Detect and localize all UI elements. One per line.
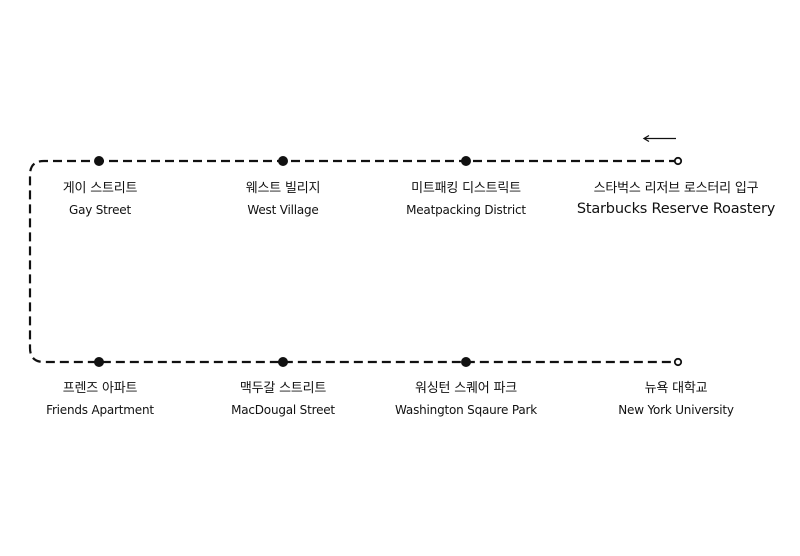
stop-dot-macdougal-street[interactable]	[278, 357, 288, 367]
stop-name-korean: 게이 스트리트	[62, 181, 138, 196]
stop-label-meatpacking-district: 미트패킹 디스트릭트 Meatpacking District	[356, 180, 576, 218]
stop-dot-new-york-university[interactable]	[673, 357, 683, 367]
stop-name-english: New York University	[618, 403, 734, 417]
stop-label-west-village: 웨스트 빌리지 West Village	[173, 180, 393, 218]
stop-label-friends-apartment: 프렌즈 아파트 Friends Apartment	[0, 380, 210, 418]
stop-label-macdougal-street: 맥두갈 스트리트 MacDougal Street	[173, 380, 393, 418]
stop-name-english: MacDougal Street	[231, 403, 335, 417]
stop-name-english: Friends Apartment	[46, 403, 154, 417]
stop-name-korean: 미트패킹 디스트릭트	[411, 181, 521, 196]
stop-name-english: Gay Street	[68, 203, 132, 217]
stop-name-english: Starbucks Reserve Roastery	[576, 201, 776, 217]
stop-name-korean: 스타벅스 리저브 로스터리 입구	[593, 181, 759, 196]
arrow-left-icon	[642, 134, 676, 143]
stop-label-gay-street: 게이 스트리트 Gay Street	[0, 180, 210, 218]
stop-name-korean: 워싱턴 스퀘어 파크	[415, 381, 517, 396]
stop-dot-friends-apartment[interactable]	[94, 357, 104, 367]
stop-name-korean: 웨스트 빌리지	[245, 181, 321, 196]
stop-label-washington-square-park: 워싱턴 스퀘어 파크 Washington Sqaure Park	[356, 380, 576, 418]
stop-label-starbucks-reserve-roastery: 스타벅스 리저브 로스터리 입구 Starbucks Reserve Roast…	[566, 180, 786, 218]
stop-name-korean: 맥두갈 스트리트	[239, 381, 327, 396]
stop-dot-west-village[interactable]	[278, 156, 288, 166]
stop-dot-gay-street[interactable]	[94, 156, 104, 166]
stop-dot-starbucks-reserve-roastery[interactable]	[673, 156, 683, 166]
route-line	[28, 159, 678, 364]
stop-name-korean: 뉴욕 대학교	[644, 381, 708, 396]
stop-label-new-york-university: 뉴욕 대학교 New York University	[566, 380, 786, 418]
stop-name-english: West Village	[247, 203, 319, 217]
stop-name-english: Washington Sqaure Park	[395, 403, 537, 417]
stop-dot-washington-square-park[interactable]	[461, 357, 471, 367]
stop-dot-meatpacking-district[interactable]	[461, 156, 471, 166]
stop-name-korean: 프렌즈 아파트	[62, 381, 138, 396]
stop-name-english: Meatpacking District	[406, 203, 526, 217]
